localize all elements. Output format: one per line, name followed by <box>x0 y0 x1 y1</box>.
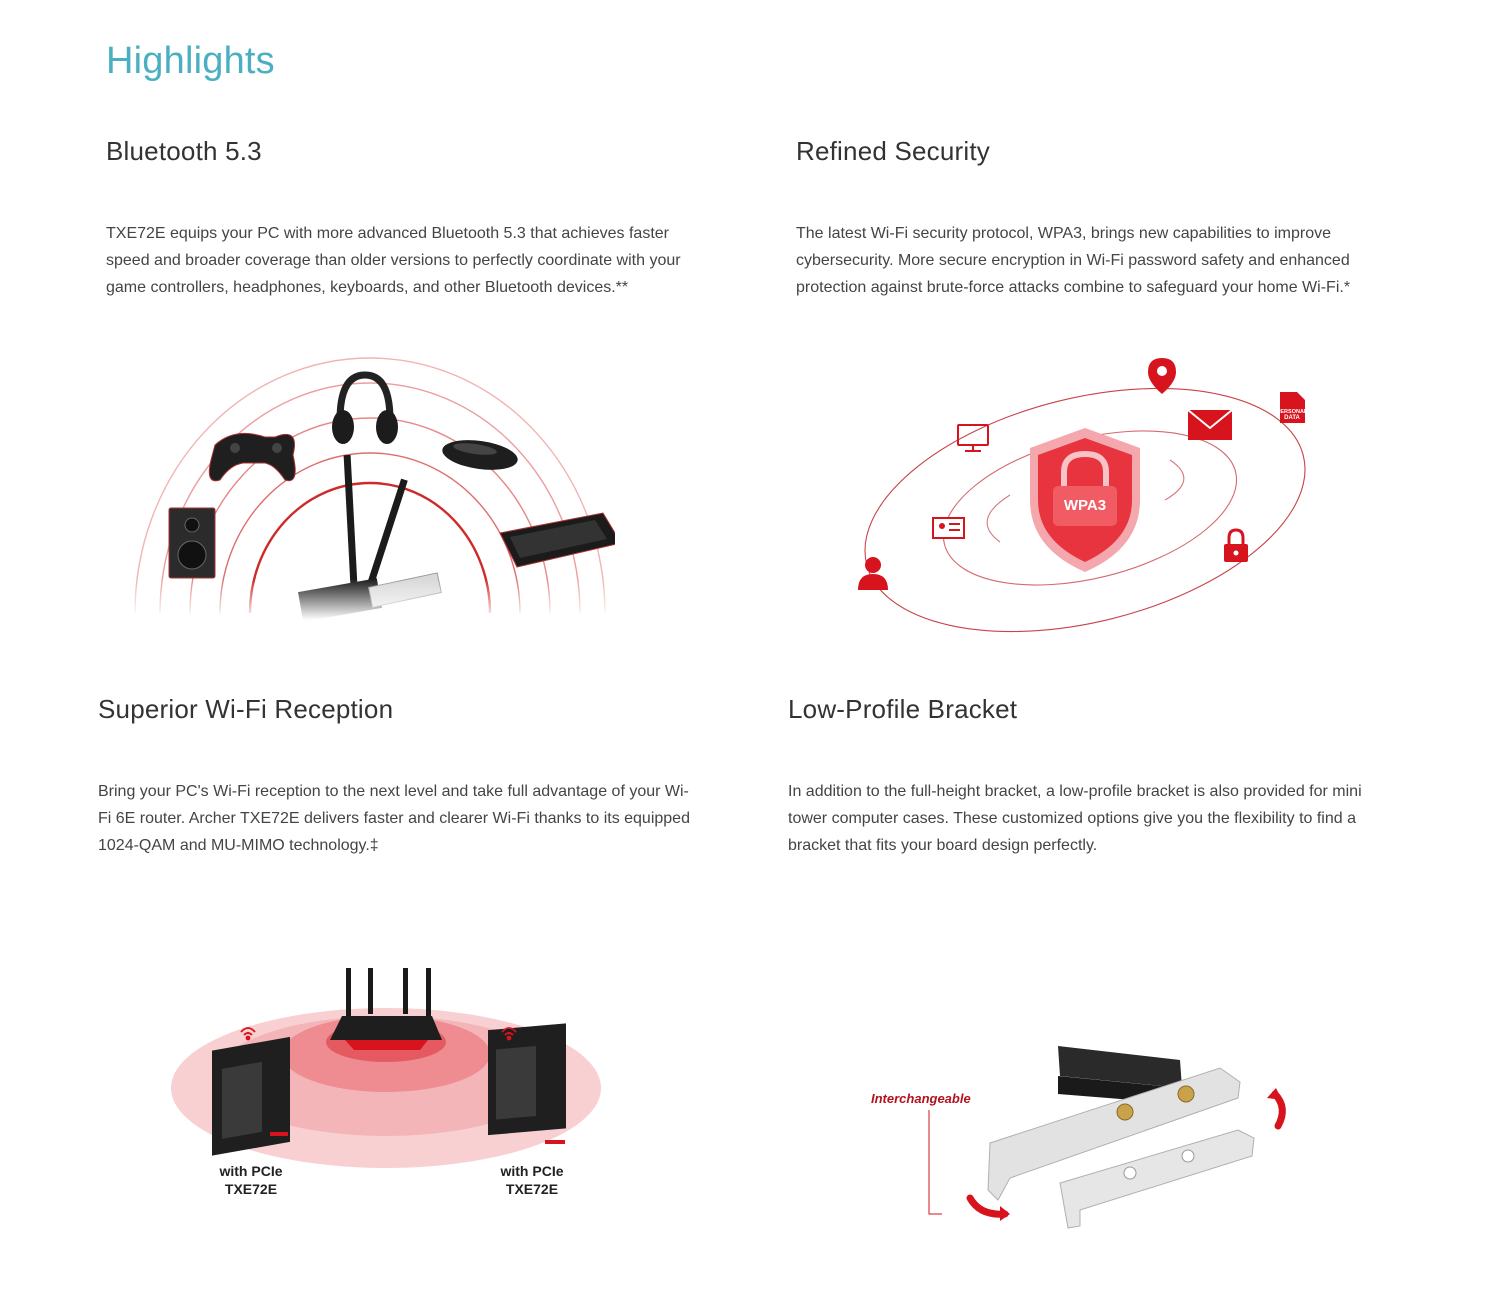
padlock-icon <box>1224 528 1248 562</box>
caption-left: with PCIe TXE72E <box>219 1163 283 1197</box>
wifi-icon-right <box>501 1027 517 1041</box>
page-title: Highlights <box>106 40 275 82</box>
feature-description: The latest Wi-Fi security protocol, WPA3… <box>796 225 1351 296</box>
router-icon <box>330 968 442 1050</box>
svg-text:PERSONAL: PERSONAL <box>1277 409 1308 415</box>
pc-case-left-icon <box>212 1036 290 1156</box>
feature-title: Low-Profile Bracket <box>788 694 1018 724</box>
bracket-illustration <box>928 1046 1286 1229</box>
user-icon <box>858 557 888 590</box>
feature-description: In addition to the full-height bracket, … <box>788 783 1362 854</box>
caption-right: with PCIe TXE72E <box>500 1163 564 1197</box>
feature-description: Bring your PC's Wi-Fi reception to the n… <box>98 783 690 854</box>
wpa3-label: WPA3 <box>1064 497 1106 514</box>
bluetooth-devices-illustration <box>125 345 615 620</box>
personal-data-icon: PERSONAL DATA <box>1277 392 1308 423</box>
pc-case-right-icon <box>488 1023 566 1144</box>
wpa3-security-illustration: WPA3 PERSONAL DATA <box>858 358 1308 633</box>
monitor-icon <box>957 424 989 452</box>
feature-title: Refined Security <box>796 136 990 166</box>
mail-icon <box>1187 409 1233 440</box>
svg-text:DATA: DATA <box>1284 415 1300 421</box>
feature-title: Superior Wi-Fi Reception <box>98 694 394 724</box>
wifi-icon-left <box>240 1027 256 1041</box>
shield-icon <box>1030 428 1140 572</box>
interchangeable-label: Interchangeable <box>871 1091 971 1106</box>
feature-description: TXE72E equips your PC with more advanced… <box>106 225 681 296</box>
location-pin-icon <box>1148 358 1176 394</box>
feature-title: Bluetooth 5.3 <box>106 136 262 166</box>
id-card-icon <box>932 517 965 539</box>
wifi-reception-illustration <box>171 968 601 1168</box>
